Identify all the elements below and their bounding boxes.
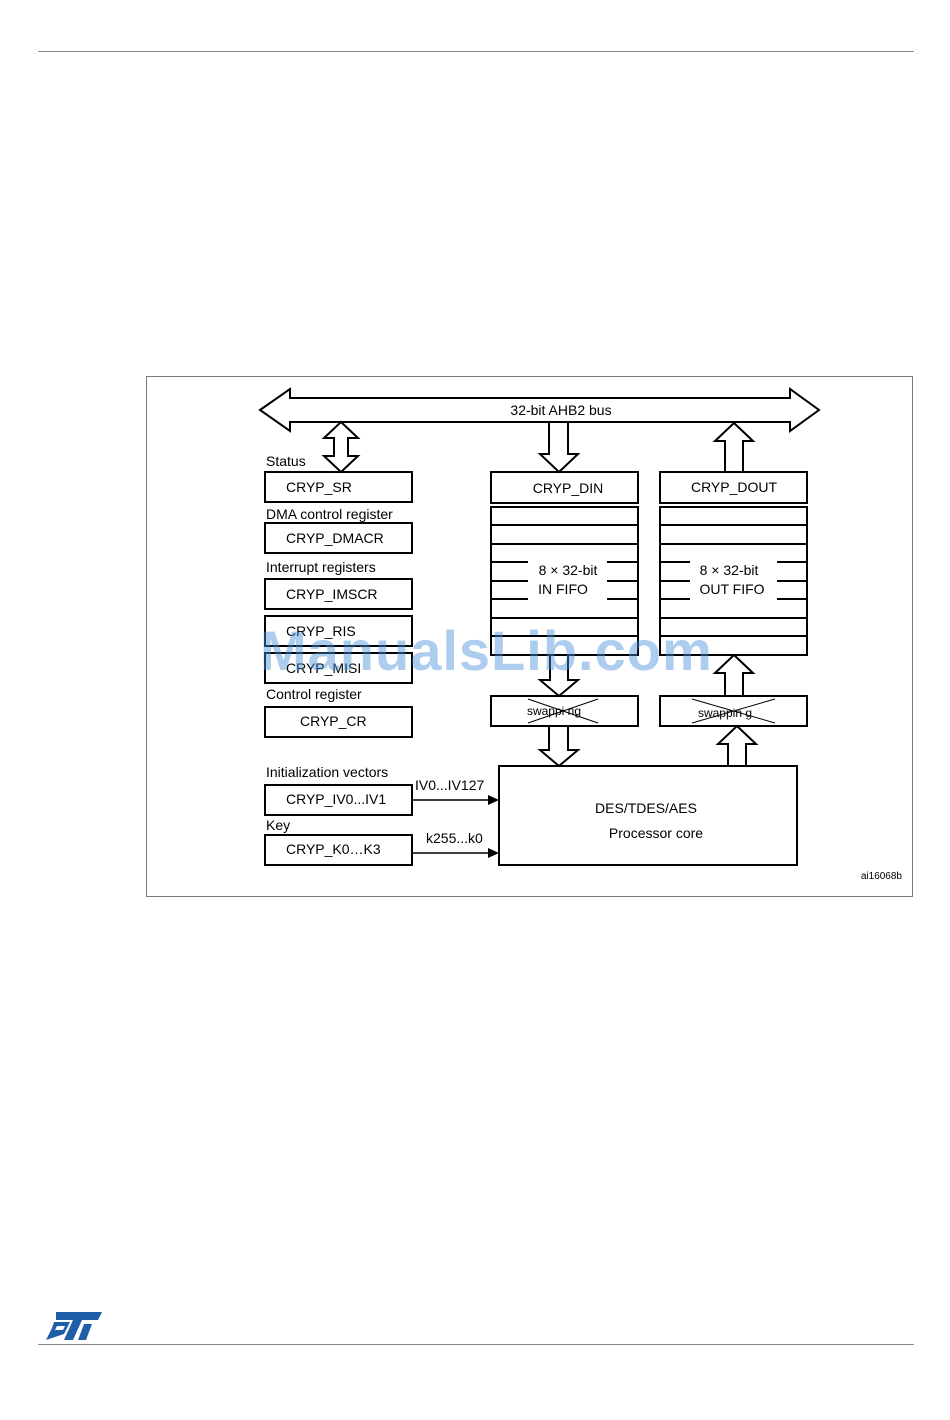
status-bus-arrow [321,420,361,474]
in-fifo-slots [491,524,638,637]
swapping-out-cross [691,698,776,724]
iv-signal-arrowhead [488,795,499,805]
dma-group-label: DMA control register [266,506,393,522]
header-rule [38,51,914,52]
st-logo [46,1312,102,1340]
status-label: Status [266,453,306,469]
cryp-key-label: CRYP_K0…K3 [286,841,381,857]
cryp-key-box [264,834,413,866]
din-input-arrow [537,421,581,474]
cryp-cr-label: CRYP_CR [300,713,367,729]
cryp-ris-box [264,615,413,647]
cryp-mis-box [264,652,413,684]
cryp-sr-label: CRYP_SR [286,479,352,495]
swap-to-core-arrow [537,725,581,768]
cryp-din-box [490,471,639,504]
in-fifo-name-label: IN FIFO [538,581,588,597]
interrupt-group-label: Interrupt registers [266,559,376,575]
control-group-label: Control register [266,686,362,702]
swapping-out-label: swappin g [698,706,752,720]
cryp-imscr-label: CRYP_IMSCR [286,586,378,602]
diagram-frame [146,376,913,897]
cryp-sr-box [264,471,413,503]
cryp-mis-label: CRYP_MISI [286,660,361,676]
cryp-dout-label: CRYP_DOUT [691,479,778,495]
processor-core-box [498,765,798,866]
out-fifo-size-label: 8 × 32-bit [700,562,759,578]
core-name-label: DES/TDES/AES [595,800,697,816]
cryp-cr-box [264,706,413,738]
bus-label: 32-bit AHB2 bus [510,402,611,418]
figure-code: ai16068b [861,871,903,882]
in-fifo-to-swap-arrow [537,654,581,698]
cryp-iv-label: CRYP_IV0...IV1 [286,791,386,807]
cryp-imscr-box [264,578,413,610]
key-group-label: Key [266,817,290,833]
iv-group-label: Initialization vectors [266,764,388,780]
key-signal-label: k255...k0 [426,830,483,846]
ahb2-bus-arrow [258,387,821,433]
core-to-swap-arrow [715,724,759,767]
dout-output-arrow [712,421,756,473]
swap-to-out-fifo-arrow [712,653,756,697]
cryp-dout-box [659,471,808,504]
out-fifo-slots [660,524,807,637]
swapping-out-box [659,695,808,727]
out-fifo-name-label: OUT FIFO [699,581,764,597]
core-type-label: Processor core [609,825,703,841]
footer-rule [38,1344,914,1345]
cryp-dmacr-label: CRYP_DMACR [286,530,384,546]
swapping-in-label: swappi ng [527,704,581,718]
key-signal-arrowhead [488,848,499,858]
cryp-dmacr-box [264,522,413,554]
cryp-din-label: CRYP_DIN [533,480,604,496]
cryp-ris-label: CRYP_RIS [286,623,356,639]
in-fifo-size-label: 8 × 32-bit [539,562,598,578]
iv-signal-label: IV0...IV127 [415,777,484,793]
swapping-in-cross [527,698,599,724]
